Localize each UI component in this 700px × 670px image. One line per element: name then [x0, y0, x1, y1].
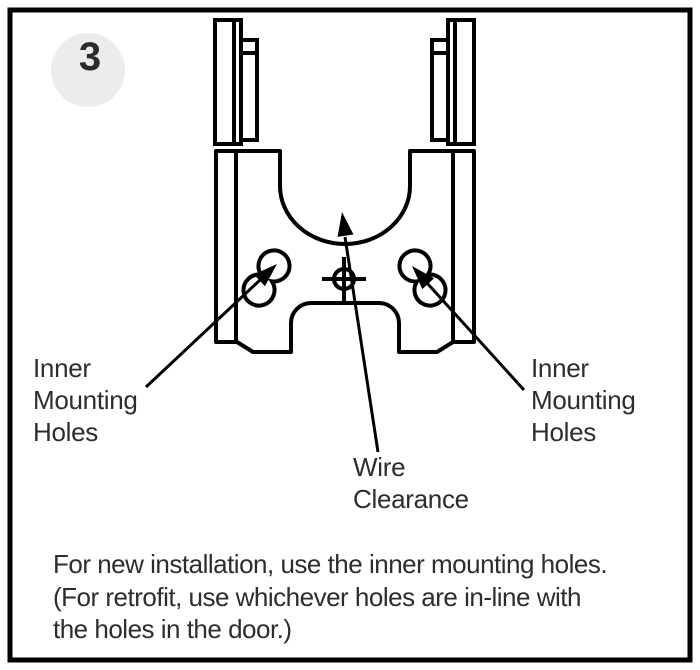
label-inner-mounting-holes-right: Inner Mounting Holes	[531, 352, 636, 448]
left-prong	[213, 18, 259, 146]
right-prong	[430, 18, 476, 146]
figure-border	[7, 7, 693, 663]
arrowhead-icon	[337, 212, 354, 237]
instruction-line: (For retrofit, use whichever holes are i…	[53, 581, 581, 612]
label-line: Holes	[531, 417, 596, 447]
arrowhead-icon	[412, 266, 435, 290]
step-badge-number: 3	[79, 35, 101, 79]
label-line: Clearance	[353, 484, 469, 514]
step-badge-circle	[51, 33, 125, 107]
instruction-text: For new installation, use the inner moun…	[53, 548, 608, 646]
bracket-body-outline	[214, 149, 476, 354]
label-line: Mounting	[531, 385, 636, 415]
leader-arrow-wire-clearance	[337, 212, 380, 453]
instruction-line: For new installation, use the inner moun…	[53, 549, 608, 579]
step-badge: 3	[51, 33, 125, 107]
instruction-line: the holes in the door.)	[53, 614, 292, 644]
inner-mounting-hole-left	[241, 248, 292, 308]
label-line: Wire	[353, 452, 406, 482]
wire-clearance-crosshair-icon	[322, 257, 366, 301]
leader-arrow-right-holes	[412, 266, 526, 392]
label-wire-clearance: Wire Clearance	[353, 451, 469, 515]
label-line: Mounting	[33, 385, 138, 415]
label-line: Holes	[33, 417, 98, 447]
arrowhead-icon	[253, 264, 277, 287]
leader-arrow-left-holes	[144, 264, 277, 389]
label-inner-mounting-holes-left: Inner Mounting Holes	[33, 352, 138, 448]
inner-mounting-hole-right	[397, 248, 448, 308]
label-line: Inner	[33, 353, 91, 383]
label-line: Inner	[531, 353, 589, 383]
